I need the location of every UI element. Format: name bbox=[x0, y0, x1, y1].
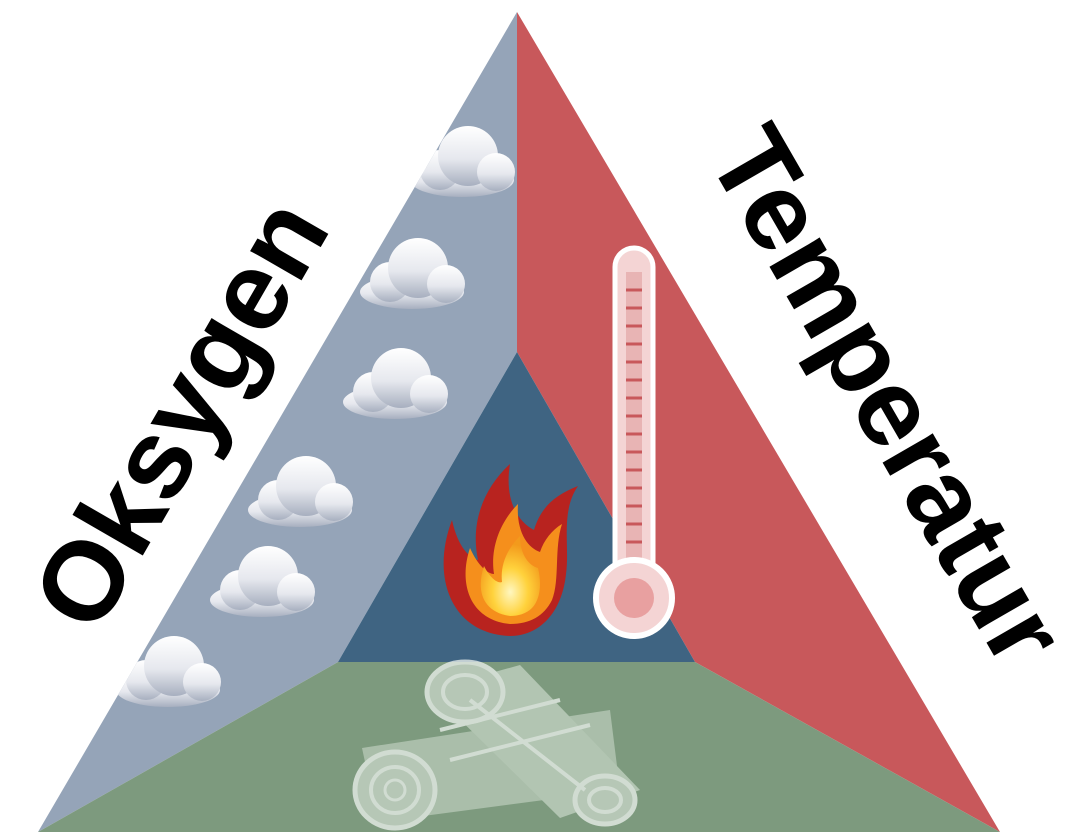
fire-triangle-diagram: Oksygen Temperatur bbox=[0, 0, 1068, 832]
fire-triangle-svg: Oksygen Temperatur bbox=[0, 0, 1068, 832]
